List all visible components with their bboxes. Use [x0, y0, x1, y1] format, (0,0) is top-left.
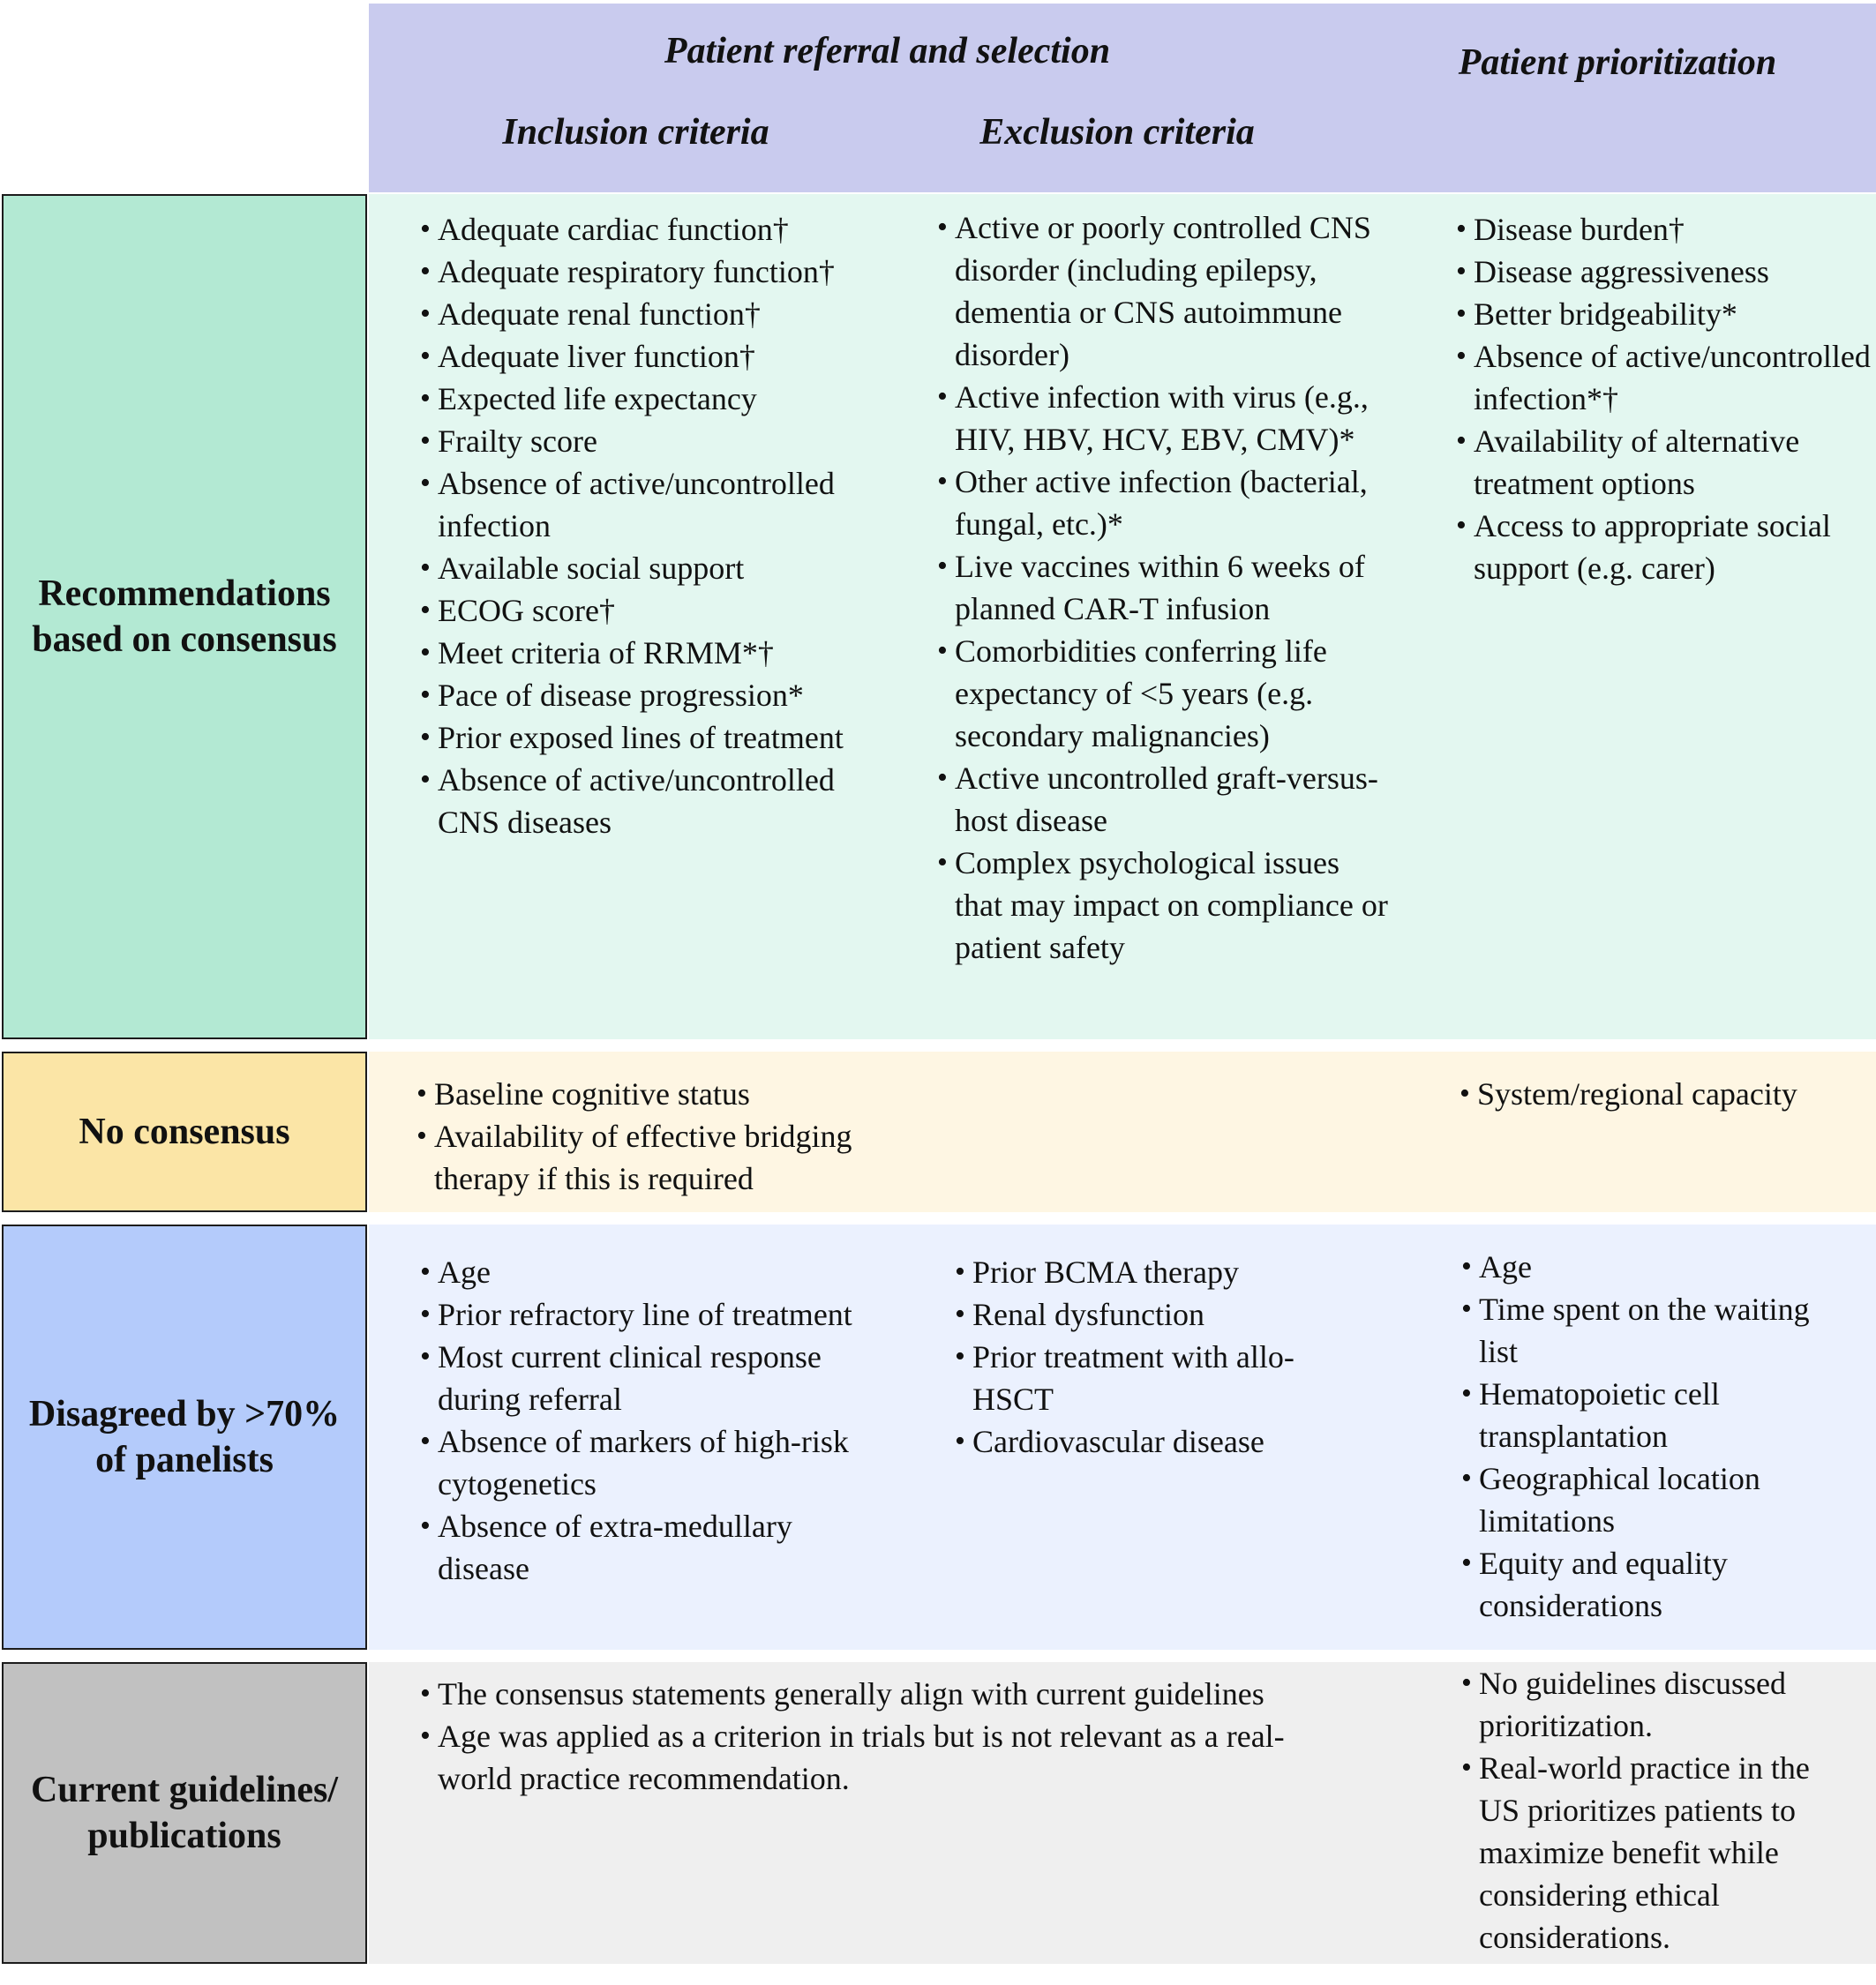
list-item: Cardiovascular disease — [955, 1420, 1362, 1463]
row-label-text: No consensus — [79, 1112, 290, 1152]
list-item: Active or poorly controlled CNS disorder… — [937, 206, 1389, 376]
table-header — [369, 4, 1876, 192]
list-item: Renal dysfunction — [955, 1293, 1362, 1336]
list-item: Absence of extra-medullary disease — [420, 1505, 889, 1590]
list-item: Real-world practice in the US prioritize… — [1461, 1747, 1851, 1959]
header-exclusion-criteria: Exclusion criteria — [979, 112, 1255, 153]
list-item: Hematopoietic cell transplantation — [1461, 1373, 1851, 1457]
header-inclusion-criteria: Inclusion criteria — [502, 112, 769, 153]
list-item: Prior BCMA therapy — [955, 1251, 1362, 1293]
recommendations-inclusion-list: Adequate cardiac function†Adequate respi… — [420, 208, 898, 843]
list-item: Availability of effective bridging thera… — [416, 1115, 912, 1200]
list-item: Age was applied as a criterion in trials… — [420, 1715, 1339, 1800]
list-item: Disease burden† — [1456, 208, 1872, 251]
disagreed-prioritization-list: AgeTime spent on the waiting listHematop… — [1461, 1246, 1851, 1627]
list-item: Absence of markers of high-risk cytogene… — [420, 1420, 889, 1505]
list-item: Time spent on the waiting list — [1461, 1288, 1851, 1373]
list-item: Adequate renal function† — [420, 293, 898, 335]
list-item: Live vaccines within 6 weeks of planned … — [937, 545, 1389, 630]
list-item: Active uncontrolled graft-versus-host di… — [937, 757, 1389, 842]
list-item: System/regional capacity — [1460, 1073, 1850, 1115]
recommendations-prioritization-list: Disease burden†Disease aggressivenessBet… — [1456, 208, 1872, 589]
list-item: Adequate cardiac function† — [420, 208, 898, 251]
list-item: Prior treatment with allo-HSCT — [955, 1336, 1362, 1420]
list-item: Prior exposed lines of treatment — [420, 716, 898, 759]
list-item: Disease aggressiveness — [1456, 251, 1872, 293]
no-consensus-inclusion-list: Baseline cognitive statusAvailability of… — [416, 1073, 912, 1200]
list-item: Active infection with virus (e.g., HIV, … — [937, 376, 1389, 461]
guidelines-selection-list: The consensus statements generally align… — [420, 1673, 1339, 1800]
row-label-disagreed: Disagreed by >70% of panelists — [2, 1225, 367, 1650]
list-item: Access to appropriate social support (e.… — [1456, 505, 1872, 589]
list-item: Frailty score — [420, 420, 898, 462]
list-item: Age — [1461, 1246, 1851, 1288]
disagreed-inclusion-list: AgePrior refractory line of treatmentMos… — [420, 1251, 889, 1590]
list-item: Age — [420, 1251, 889, 1293]
list-item: Meet criteria of RRMM*† — [420, 632, 898, 674]
row-label-text: Current guidelines/ publications — [30, 1770, 339, 1856]
no-consensus-prioritization-list: System/regional capacity — [1460, 1073, 1850, 1115]
row-label-no-consensus: No consensus — [2, 1052, 367, 1212]
row-label-text: Recommendations based on consensus — [32, 573, 337, 660]
disagreed-exclusion-list: Prior BCMA therapyRenal dysfunctionPrior… — [955, 1251, 1362, 1463]
list-item: ECOG score† — [420, 589, 898, 632]
row-label-guidelines: Current guidelines/ publications — [2, 1662, 367, 1964]
list-item: Absence of active/uncontrolled infection… — [1456, 335, 1872, 420]
list-item: The consensus statements generally align… — [420, 1673, 1339, 1715]
header-patient-referral-selection: Patient referral and selection — [664, 31, 1111, 71]
list-item: Expected life expectancy — [420, 378, 898, 420]
list-item: Absence of active/uncontrolled infection — [420, 462, 898, 547]
row-label-recommendations: Recommendations based on consensus — [2, 194, 367, 1039]
list-item: Baseline cognitive status — [416, 1073, 912, 1115]
list-item: Adequate respiratory function† — [420, 251, 898, 293]
row-label-text: Disagreed by >70% of panelists — [28, 1394, 341, 1480]
list-item: Availability of alternative treatment op… — [1456, 420, 1872, 505]
list-item: Adequate liver function† — [420, 335, 898, 378]
header-patient-prioritization: Patient prioritization — [1458, 42, 1777, 83]
list-item: Available social support — [420, 547, 898, 589]
list-item: Pace of disease progression* — [420, 674, 898, 716]
recommendations-exclusion-list: Active or poorly controlled CNS disorder… — [937, 206, 1389, 969]
list-item: Other active infection (bacterial, funga… — [937, 461, 1389, 545]
list-item: Better bridgeability* — [1456, 293, 1872, 335]
list-item: Geographical location limitations — [1461, 1457, 1851, 1542]
list-item: Complex psychological issues that may im… — [937, 842, 1389, 969]
list-item: Equity and equality considerations — [1461, 1542, 1851, 1627]
list-item: Prior refractory line of treatment — [420, 1293, 889, 1336]
list-item: No guidelines discussed prioritization. — [1461, 1662, 1851, 1747]
list-item: Most current clinical response during re… — [420, 1336, 889, 1420]
guidelines-prioritization-list: No guidelines discussed prioritization.R… — [1461, 1662, 1851, 1959]
list-item: Comorbidities conferring life expectancy… — [937, 630, 1389, 757]
list-item: Absence of active/uncontrolled CNS disea… — [420, 759, 898, 843]
